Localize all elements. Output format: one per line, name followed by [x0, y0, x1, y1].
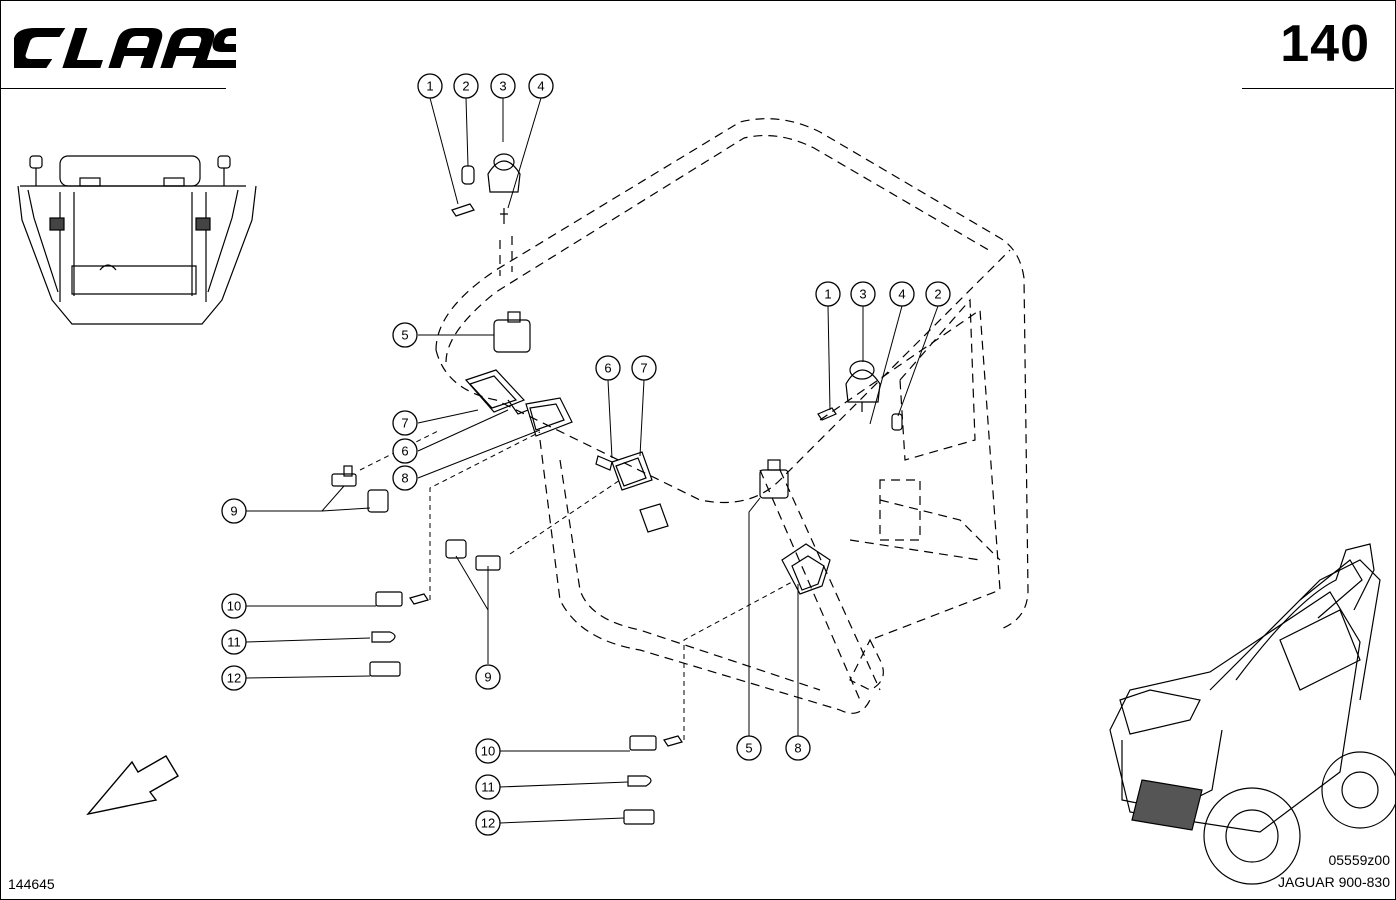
callout: 1 — [815, 281, 841, 307]
bulb-sockets-left — [331, 465, 501, 677]
lamp-housing-left — [464, 369, 573, 437]
relay-upper-pins — [507, 311, 521, 323]
part-pins-upper-left — [451, 153, 521, 224]
callout: 10 — [221, 593, 247, 619]
connector-block — [639, 503, 669, 533]
header-rule-right — [1242, 88, 1394, 89]
svg-text:12: 12 — [481, 816, 495, 831]
callout: 2 — [925, 281, 951, 307]
lamp-housing-mid — [595, 451, 653, 491]
cab-front-thumbnail — [17, 155, 257, 325]
svg-text:6: 6 — [401, 444, 408, 459]
callout: 9 — [475, 664, 501, 690]
callout: 4 — [889, 281, 915, 307]
relay-right — [759, 469, 789, 499]
svg-text:11: 11 — [227, 635, 241, 650]
callout: 9 — [221, 498, 247, 524]
relay-right-pins — [767, 459, 781, 471]
callout: 11 — [221, 629, 247, 655]
model-label: JAGUAR 900-830 — [1277, 874, 1390, 890]
callout: 2 — [453, 73, 479, 99]
callout: 3 — [490, 73, 516, 99]
leader-lines — [245, 97, 939, 824]
callout: 6 — [595, 355, 621, 381]
svg-text:7: 7 — [401, 416, 408, 431]
callout: 12 — [221, 665, 247, 691]
beacon-right — [817, 360, 903, 431]
svg-text:3: 3 — [499, 79, 506, 94]
callout: 8 — [785, 735, 811, 761]
direction-arrow-icon — [86, 755, 179, 816]
svg-text:10: 10 — [227, 599, 241, 614]
lamp-housing-right — [781, 543, 831, 595]
callout: 11 — [475, 774, 501, 800]
relay-upper — [493, 319, 531, 353]
drawing-code: 05559z00 — [1328, 852, 1390, 868]
bulb-sockets-bottom — [623, 735, 683, 825]
callout: 1 — [417, 73, 443, 99]
svg-text:3: 3 — [859, 287, 866, 302]
svg-text:5: 5 — [745, 741, 752, 756]
svg-text:4: 4 — [537, 79, 544, 94]
svg-text:11: 11 — [481, 780, 495, 795]
svg-text:10: 10 — [481, 744, 495, 759]
svg-text:1: 1 — [824, 287, 831, 302]
document-number: 144645 — [8, 876, 55, 892]
svg-text:12: 12 — [227, 671, 241, 686]
svg-text:8: 8 — [794, 741, 801, 756]
callout: 6 — [392, 438, 418, 464]
svg-text:7: 7 — [640, 361, 647, 376]
svg-text:2: 2 — [934, 287, 941, 302]
svg-text:9: 9 — [484, 670, 491, 685]
callout: 7 — [392, 410, 418, 436]
svg-text:2: 2 — [462, 79, 469, 94]
harvester-illustration — [1109, 543, 1396, 885]
svg-text:6: 6 — [604, 361, 611, 376]
svg-text:1: 1 — [426, 79, 433, 94]
callout: 7 — [631, 355, 657, 381]
svg-text:8: 8 — [401, 471, 408, 486]
callout: 3 — [850, 281, 876, 307]
callout: 12 — [475, 810, 501, 836]
svg-text:5: 5 — [401, 328, 408, 343]
header-rule-left — [0, 88, 226, 89]
callout: 4 — [528, 73, 554, 99]
svg-text:9: 9 — [230, 504, 237, 519]
callout: 5 — [392, 322, 418, 348]
page-number: 140 — [1280, 15, 1370, 73]
callout: 8 — [392, 465, 418, 491]
callout: 10 — [475, 738, 501, 764]
svg-text:4: 4 — [898, 287, 905, 302]
callout: 5 — [736, 735, 762, 761]
cab-outline — [435, 118, 1029, 714]
